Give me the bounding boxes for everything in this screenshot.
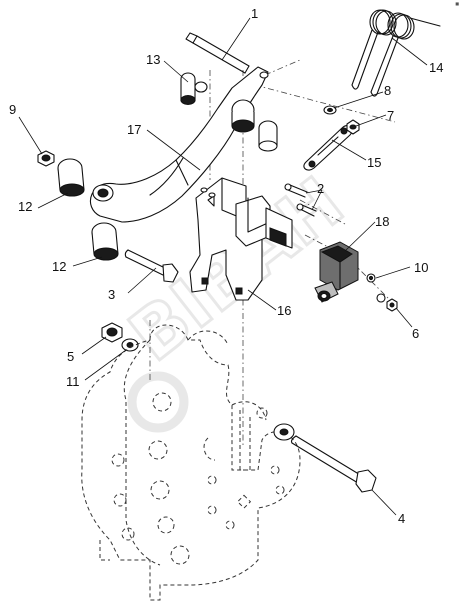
mounting-plate <box>81 324 301 601</box>
bracket-16 <box>189 177 293 301</box>
callout-16: 16 <box>277 303 292 318</box>
callout-3: 3 <box>108 287 116 302</box>
callout-2: 2 <box>317 181 325 196</box>
spacer-right <box>258 120 278 152</box>
long-bolt-1 <box>185 32 250 74</box>
callout-10: 10 <box>414 260 429 275</box>
callout-6: 6 <box>412 326 420 341</box>
washer-10 <box>366 273 386 303</box>
callout-8: 8 <box>384 83 392 98</box>
bushing-13 <box>180 72 208 105</box>
callout-18: 18 <box>375 214 390 229</box>
nut-6 <box>386 298 398 312</box>
callout-1: 1 <box>251 6 259 21</box>
callout-13: 13 <box>146 52 161 67</box>
callout-12-bottom: 12 <box>52 259 67 274</box>
nut-5 <box>101 322 123 343</box>
callout-15: 15 <box>367 155 382 170</box>
callout-12-top: 12 <box>18 199 33 214</box>
callout-4: 4 <box>398 511 406 526</box>
corner-mark: ■ <box>455 1 459 6</box>
callout-17: 17 <box>127 122 142 137</box>
leader-lines <box>18 17 428 516</box>
washer-8 <box>323 105 337 115</box>
link-plate-15 <box>303 125 353 171</box>
callout-11: 11 <box>66 374 80 389</box>
callout-7: 7 <box>387 108 395 123</box>
nut-9 <box>37 150 55 167</box>
spacer-12-top <box>57 158 85 197</box>
sensor-18 <box>314 241 359 303</box>
callout-9: 9 <box>9 102 17 117</box>
pedal-lever <box>89 66 269 223</box>
bolt-4 <box>273 423 377 493</box>
callout-5: 5 <box>67 349 75 364</box>
screws-2 <box>284 183 317 217</box>
callout-14: 14 <box>429 60 444 75</box>
spacer-12-bottom <box>91 222 119 261</box>
torsion-spring <box>351 9 441 97</box>
nut-7 <box>346 119 360 135</box>
washer-11 <box>121 338 139 352</box>
bolt-3 <box>124 249 179 283</box>
